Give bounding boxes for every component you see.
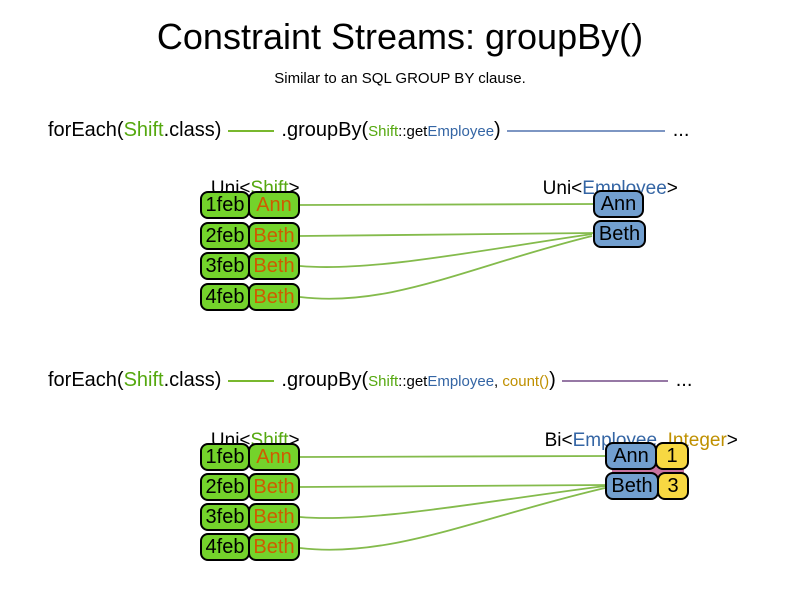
- group-employee-box: Ann: [605, 442, 657, 470]
- downstream-link-line: [561, 379, 668, 382]
- shift-employee-cell: Beth: [248, 473, 300, 501]
- connector-3feb-beth: [299, 233, 593, 268]
- group-count-box: 3: [657, 472, 689, 500]
- slide-subtitle: Similar to an SQL GROUP BY clause.: [274, 70, 526, 87]
- ellipsis: ...: [672, 119, 690, 141]
- bi-employee-integer-label: Bi<Employee, Integer>: [544, 430, 738, 451]
- connector-1feb-ann-2: [299, 455, 608, 458]
- group-employee-box: Beth: [593, 220, 646, 248]
- shift-employee-cell: Beth: [248, 533, 300, 561]
- connector-4feb-beth: [299, 235, 593, 300]
- count-collector-token: count(): [502, 373, 550, 390]
- shift-date-cell: 4feb: [200, 283, 250, 311]
- shift-employee-cell: Beth: [248, 222, 300, 250]
- code-line-2: forEach(Shift.class) .groupBy( Shift::ge…: [48, 369, 692, 392]
- shift-class-token: Shift: [123, 119, 164, 141]
- shift-date-cell: 1feb: [200, 443, 250, 471]
- connector-3feb-beth-2: [299, 485, 606, 519]
- shift-token: Shift: [368, 123, 399, 140]
- shift-employee-cell: Ann: [248, 191, 300, 219]
- groupby-call-close: ): [494, 119, 501, 141]
- shift-employee-cell: Beth: [248, 503, 300, 531]
- groupby-call-open: .groupBy(: [281, 119, 369, 141]
- group-count-box: 1: [655, 442, 689, 470]
- connector-2feb-beth-2: [299, 484, 607, 488]
- ellipsis: ...: [675, 369, 693, 391]
- shift-employee-cell: Beth: [248, 252, 300, 280]
- groupby-args: Shift::getEmployee: [368, 123, 495, 140]
- group-employee-box: Ann: [593, 190, 644, 218]
- employee-token: Employee: [427, 123, 495, 140]
- shift-token: Shift: [368, 373, 399, 390]
- shift-date-cell: 1feb: [200, 191, 250, 219]
- connector-1feb-ann: [299, 203, 596, 206]
- shift-class-token: Shift: [123, 369, 164, 391]
- code-line-1: forEach(Shift.class) .groupBy( Shift::ge…: [48, 119, 689, 142]
- slide-title: Constraint Streams: groupBy(): [156, 16, 644, 57]
- shift-employee-cell: Ann: [248, 443, 300, 471]
- employee-token: Employee: [427, 373, 495, 390]
- shift-date-cell: 2feb: [200, 473, 250, 501]
- connector-4feb-beth-2: [299, 487, 606, 551]
- connector-2feb-beth: [299, 232, 595, 237]
- group-employee-box: Beth: [605, 472, 659, 500]
- downstream-link-line: [506, 129, 665, 132]
- groupby-call-close: ): [549, 369, 556, 391]
- shift-date-cell: 3feb: [200, 503, 250, 531]
- groupby-args: Shift::getEmployee, count(): [368, 373, 550, 390]
- shift-employee-cell: Beth: [248, 283, 300, 311]
- groupby-call-open: .groupBy(: [281, 369, 369, 391]
- shift-date-cell: 3feb: [200, 252, 250, 280]
- foreach-call: forEach(Shift.class): [48, 119, 222, 141]
- shift-date-cell: 4feb: [200, 533, 250, 561]
- stream-link-line: [228, 129, 275, 132]
- stream-link-line: [228, 379, 275, 382]
- foreach-call: forEach(Shift.class): [48, 369, 222, 391]
- shift-date-cell: 2feb: [200, 222, 250, 250]
